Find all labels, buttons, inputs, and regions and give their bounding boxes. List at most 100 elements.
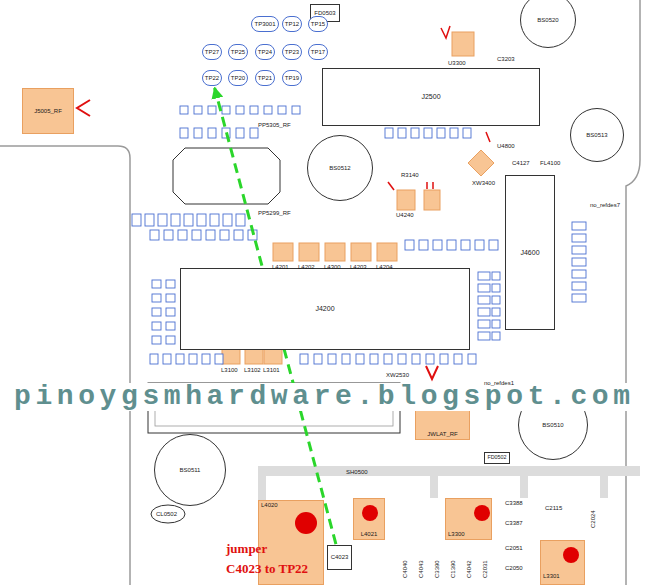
part-name: C2051 <box>505 545 523 551</box>
passive-part <box>152 322 161 330</box>
passive-part <box>468 354 476 364</box>
part-name: J4200 <box>315 305 334 313</box>
part-name: JWLAT_RF <box>427 431 458 438</box>
shield-clip: BS0512 <box>307 135 373 201</box>
passive-part <box>145 214 154 226</box>
passive-part <box>197 214 206 226</box>
marked-point <box>474 505 490 521</box>
marked-point <box>295 512 317 534</box>
part-name: BS0513 <box>586 132 607 139</box>
passive-part <box>194 106 202 114</box>
passive-part <box>385 128 393 138</box>
passive-part <box>236 128 244 138</box>
part-name: XW2530 <box>386 372 409 378</box>
passive-part <box>180 106 188 114</box>
part-name: C3388 <box>505 500 523 506</box>
passive-part <box>215 354 223 364</box>
inductor-pad: L3301 <box>540 540 585 585</box>
passive-part <box>152 280 161 288</box>
part-name: no_refdes1 <box>484 380 514 386</box>
rf-connector-pad: J5005_RF <box>22 88 74 134</box>
part-name: L4203 <box>350 264 367 270</box>
part-name: TP20 <box>231 75 245 82</box>
part-name: C4040 <box>402 560 408 578</box>
board-outline <box>626 0 640 585</box>
connector-box: J4600 <box>505 175 555 330</box>
passive-part <box>166 294 175 302</box>
check-mark <box>486 132 490 142</box>
passive-part <box>492 308 500 316</box>
passive-part <box>314 354 322 364</box>
part-name: L4202 <box>298 264 315 270</box>
passive-part <box>478 284 490 292</box>
part-name: C2031 <box>482 560 488 578</box>
passive-part <box>184 214 193 226</box>
passive-part <box>220 230 229 240</box>
passive-part <box>572 234 586 242</box>
passive-part <box>475 240 484 250</box>
part-name: J4600 <box>520 249 539 257</box>
passive-part <box>398 354 406 364</box>
test-point: TP24 <box>255 44 275 60</box>
inductor-pad <box>299 243 319 261</box>
passive-part <box>152 336 161 344</box>
part-name: L4300 <box>324 264 341 270</box>
part-name: FD0502 <box>487 455 506 461</box>
passive-part <box>492 320 500 328</box>
passive-part <box>492 284 500 292</box>
note: C4023 to TP22 <box>226 562 308 575</box>
connector-box: J2500 <box>322 68 540 126</box>
passive-part <box>426 354 434 364</box>
passive-part <box>411 128 419 138</box>
passive-part <box>292 106 300 114</box>
test-point: TP22 <box>202 70 222 86</box>
shield-clip: BS0520 <box>520 0 576 48</box>
part-name: L3102 <box>244 367 261 373</box>
marked-point <box>362 505 378 521</box>
test-point: TP23 <box>282 44 302 60</box>
net-name: PP5299_RF <box>258 210 291 216</box>
passive-part <box>250 106 258 114</box>
passive-part <box>440 354 448 364</box>
crystal-outline <box>173 148 280 204</box>
passive-part <box>166 308 175 316</box>
passive-part <box>328 354 336 364</box>
passive-part <box>264 106 272 114</box>
connector-box: J4200 <box>180 268 470 350</box>
inductor-pad <box>273 243 293 261</box>
passive-part <box>572 294 586 302</box>
shield-frame <box>430 476 438 498</box>
part-name: L4020 <box>261 502 278 509</box>
passive-part <box>166 280 175 288</box>
passive-part <box>194 128 202 138</box>
test-point: TP20 <box>228 70 248 86</box>
part-name: C4127 <box>512 160 530 166</box>
passive-parts <box>132 106 586 364</box>
part-name: TP24 <box>258 49 272 56</box>
passive-part <box>192 230 201 240</box>
passive-part <box>370 354 378 364</box>
passive-part <box>572 270 586 278</box>
passive-part <box>132 214 141 226</box>
passive-part <box>236 106 244 114</box>
passive-part <box>180 128 188 138</box>
part-name: TP22 <box>205 75 219 82</box>
part-name: TP25 <box>231 49 245 56</box>
passive-part <box>463 128 471 138</box>
part-name: XW3400 <box>472 180 495 186</box>
test-point: TP12 <box>282 16 302 32</box>
test-point: TP27 <box>202 44 222 60</box>
part-name: BS0512 <box>329 165 350 172</box>
part-name: J2500 <box>421 93 440 101</box>
inductor-pad: L4021 <box>353 498 385 540</box>
chip-pad <box>452 32 474 56</box>
shield-clip: BS0513 <box>570 108 624 162</box>
part-name: TP21 <box>258 75 272 82</box>
passive-part <box>164 230 173 240</box>
passive-part <box>189 354 197 364</box>
part-name: TP15 <box>311 21 325 28</box>
chip-pad <box>468 150 494 176</box>
passive-part <box>450 128 458 138</box>
